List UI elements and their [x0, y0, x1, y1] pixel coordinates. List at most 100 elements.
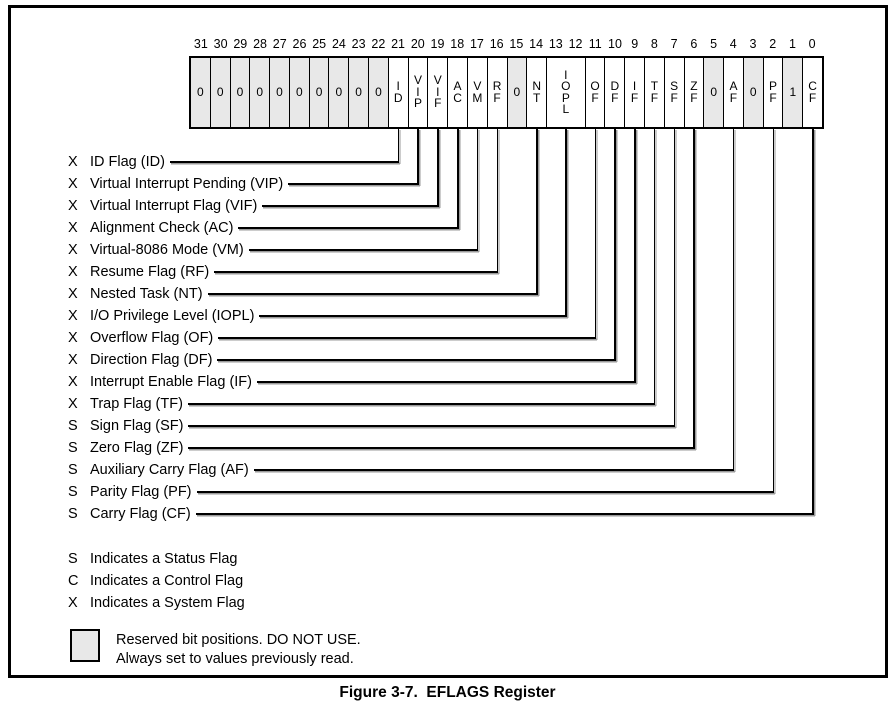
bit-number-17: 17	[469, 37, 484, 51]
flag-type-prefix: X	[68, 396, 78, 412]
flag-type-prefix: X	[68, 330, 78, 346]
bit-number-26: 26	[292, 37, 307, 51]
leader-line-PF-horizontal	[196, 491, 775, 493]
bit-number-6: 6	[690, 37, 698, 51]
register-cell-label: 0	[197, 84, 204, 99]
bit-number-5: 5	[710, 37, 718, 51]
leader-line-VIF-horizontal	[262, 205, 439, 207]
register-cell-r29: 0	[229, 58, 250, 127]
bit-number-14: 14	[529, 37, 544, 51]
register-cell-OF: O F	[584, 58, 605, 127]
flag-label: Trap Flag (TF)	[90, 396, 183, 412]
register-cell-r27: 0	[269, 58, 289, 127]
register-cell-label: N T	[532, 79, 541, 105]
register-cell-label: 0	[315, 84, 323, 99]
flag-row-TF: X Trap Flag (TF)	[68, 393, 283, 415]
bit-number-11: 11	[588, 37, 602, 51]
register-cell-label: V I F	[433, 73, 442, 111]
reserved-bit-swatch	[70, 629, 100, 662]
bit-number-1: 1	[788, 37, 796, 51]
leader-line-OF-horizontal	[218, 337, 597, 339]
legend-text: Indicates a Control Flag	[90, 573, 244, 589]
register-cell-NT: N T	[526, 58, 546, 127]
register-cell-label: A C	[453, 79, 462, 105]
register-cell-r23: 0	[348, 58, 369, 127]
bit-number-29: 29	[233, 37, 248, 51]
flag-type-prefix: S	[68, 506, 78, 522]
register-cell-label: 0	[335, 84, 343, 99]
register-cell-label: 0	[216, 84, 224, 99]
bit-number-30: 30	[213, 37, 228, 51]
figure-border	[8, 5, 888, 678]
leader-line-ZF-horizontal	[188, 447, 695, 449]
flag-label: Resume Flag (RF)	[90, 264, 210, 280]
register-cell-DF: D F	[604, 58, 624, 127]
register-cell-label: V I P	[413, 73, 422, 111]
leader-line-NT-horizontal	[207, 293, 538, 295]
bit-number-21: 21	[391, 37, 405, 51]
register-cell-IF: I F	[624, 58, 644, 127]
reserved-note: Reserved bit positions. DO NOT USE. Alwa…	[116, 631, 361, 669]
register-cell-label: Z F	[690, 79, 698, 105]
register-cell-label: I O P L	[561, 67, 571, 116]
reserved-note-line2: Always set to values previously read.	[116, 651, 354, 667]
register-cell-label: 0	[375, 84, 382, 99]
register-cell-label: 0	[710, 84, 718, 99]
leader-line-AF-vertical	[732, 129, 735, 471]
bit-number-22: 22	[371, 37, 386, 51]
flag-label: Virtual-8086 Mode (VM)	[90, 242, 244, 258]
flag-label: Nested Task (NT)	[90, 286, 203, 302]
legend-prefix: S	[68, 551, 78, 567]
register-cell-label: V M	[472, 79, 483, 105]
leader-line-ID-vertical	[397, 129, 400, 163]
register-cell-label: 0	[295, 84, 303, 99]
flag-label: Virtual Interrupt Pending (VIP)	[90, 176, 284, 192]
flag-label: Interrupt Enable Flag (IF)	[90, 374, 252, 390]
flag-type-prefix: S	[68, 440, 78, 456]
flag-label: Direction Flag (DF)	[90, 352, 213, 368]
register-cell-r3: 0	[742, 58, 763, 127]
flag-label: Carry Flag (CF)	[90, 506, 191, 522]
register-cell-label: D F	[610, 79, 620, 105]
bit-number-9: 9	[631, 37, 639, 51]
register-cell-r1: 1	[782, 58, 803, 127]
register-cell-label: 0	[749, 84, 757, 99]
leader-line-IOPL-horizontal	[259, 315, 567, 317]
register-cell-label: 0	[276, 84, 283, 99]
register-cell-label: 0	[355, 84, 362, 99]
flag-label: Virtual Interrupt Flag (VIF)	[90, 198, 258, 214]
leader-line-VM-horizontal	[248, 249, 479, 251]
register-cell-label: S F	[670, 79, 679, 105]
flag-type-prefix: X	[68, 198, 78, 214]
leader-line-NT-vertical	[536, 129, 538, 295]
register-cell-ID: I D	[387, 58, 408, 127]
flag-type-prefix: X	[68, 352, 78, 368]
register-cell-ZF: Z F	[683, 58, 704, 127]
leader-line-TF-vertical	[653, 129, 656, 405]
leader-line-OF-vertical	[594, 129, 597, 339]
register-cell-VIF: V I F	[427, 58, 447, 127]
register-cell-CF: C F	[802, 58, 822, 127]
leader-line-RF-horizontal	[214, 271, 499, 273]
leader-line-IF-horizontal	[257, 381, 636, 383]
bit-number-31: 31	[193, 37, 208, 51]
register-cell-label: R F	[492, 79, 502, 105]
register-cell-r22: 0	[368, 58, 388, 127]
bit-number-10: 10	[608, 37, 622, 51]
flag-label: Alignment Check (AC)	[90, 220, 234, 236]
leader-line-AC-horizontal	[238, 227, 459, 229]
register-cell-RF: R F	[486, 58, 507, 127]
bit-number-2: 2	[769, 37, 777, 51]
